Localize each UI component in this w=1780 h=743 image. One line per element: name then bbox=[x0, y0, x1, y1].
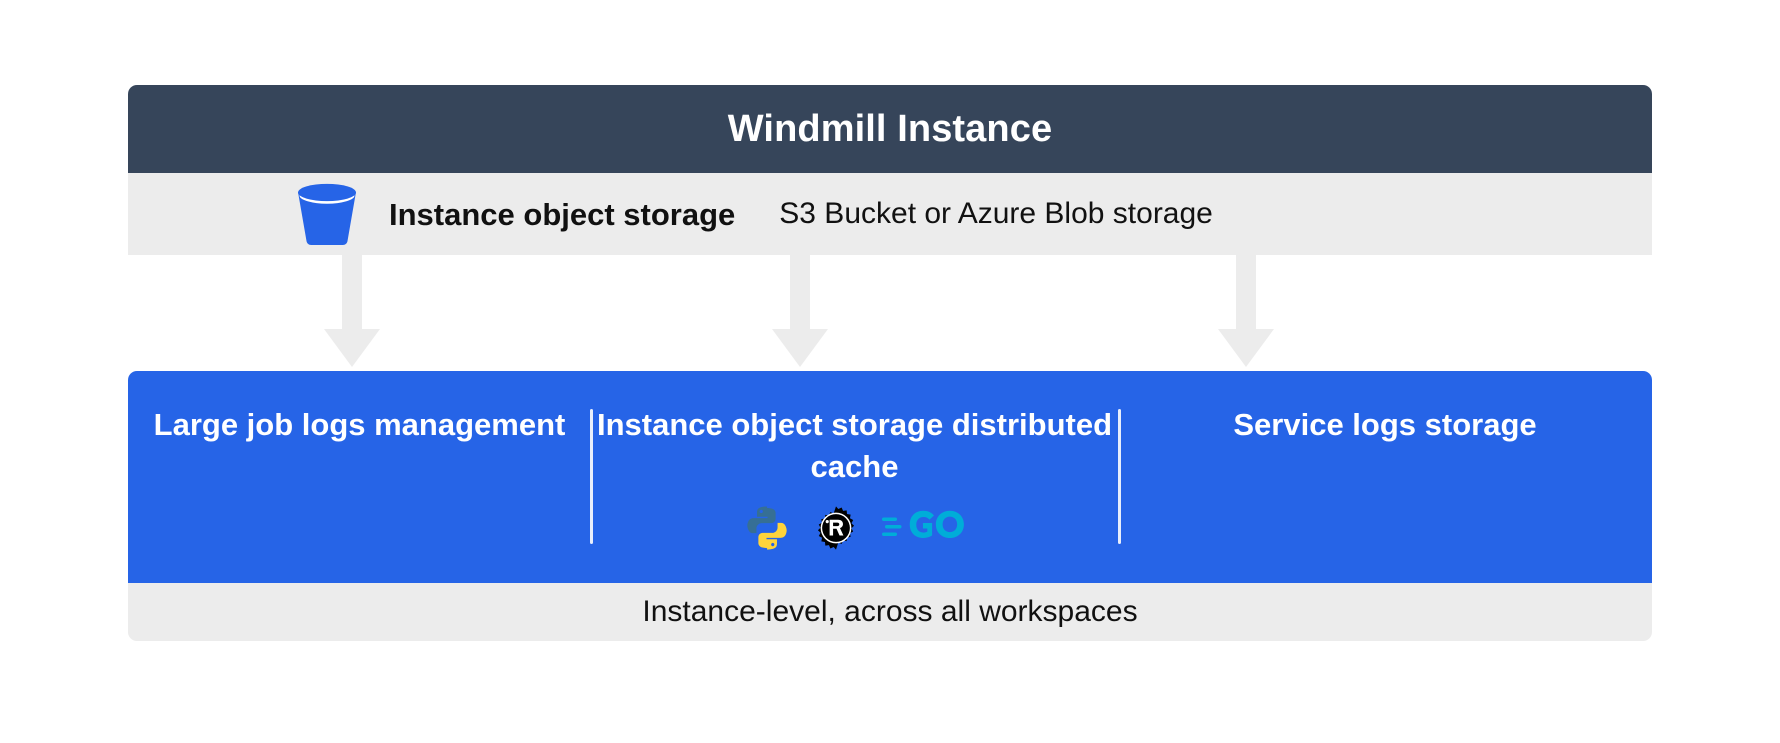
subheader-detail: S3 Bucket or Azure Blob storage bbox=[779, 197, 1213, 230]
instance-header-bar: Windmill Instance bbox=[128, 85, 1652, 173]
arrow-down-icon bbox=[324, 255, 380, 367]
scope-footer-text: Instance-level, across all workspaces bbox=[642, 595, 1138, 628]
capability-service-logs: Service logs storage bbox=[1118, 371, 1652, 446]
capability-title: Service logs storage bbox=[1233, 407, 1537, 442]
arrow-to-distributed-cache bbox=[770, 255, 830, 371]
subheader-label: Instance object storage bbox=[389, 196, 736, 232]
page-title: Windmill Instance bbox=[727, 108, 1053, 150]
connector-band bbox=[128, 255, 1652, 371]
capability-large-job-logs: Large job logs management bbox=[128, 371, 591, 446]
language-logo-group bbox=[744, 504, 966, 552]
column-divider bbox=[1118, 409, 1121, 544]
diagram-stack: Windmill Instance Instance object storag… bbox=[128, 85, 1652, 641]
go-logo bbox=[881, 510, 964, 538]
arrow-to-service-logs bbox=[1216, 255, 1276, 371]
arrow-to-large-job-logs bbox=[322, 255, 382, 371]
capabilities-panel: Large job logs management Instance objec… bbox=[128, 371, 1652, 583]
arrow-down-icon bbox=[772, 255, 828, 367]
python-logo bbox=[746, 506, 787, 550]
column-divider bbox=[590, 409, 593, 544]
instance-object-storage-row: Instance object storage S3 Bucket or Azu… bbox=[128, 173, 1652, 255]
rust-logo bbox=[817, 506, 854, 550]
scope-footer-bar: Instance-level, across all workspaces bbox=[128, 583, 1652, 641]
capability-title: Instance object storage distributed cach… bbox=[596, 407, 1113, 484]
capability-title: Large job logs management bbox=[153, 407, 566, 442]
bucket-icon bbox=[298, 183, 356, 245]
capability-distributed-cache: Instance object storage distributed cach… bbox=[591, 371, 1118, 552]
arrow-down-icon bbox=[1218, 255, 1274, 367]
